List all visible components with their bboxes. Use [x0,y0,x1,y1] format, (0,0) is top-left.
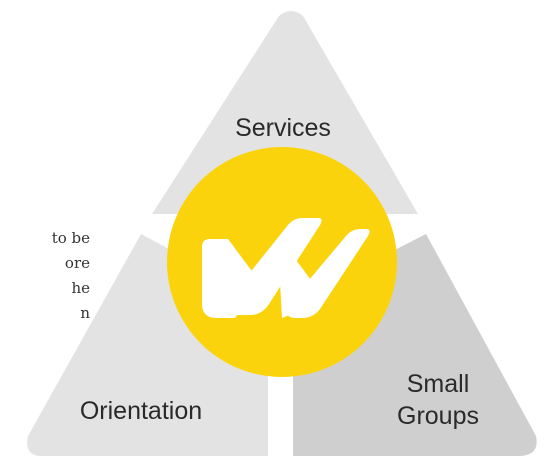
segment-label-orientation: Orientation [80,397,202,425]
body-text-line: n [80,304,90,322]
body-text-line: he [71,279,90,297]
cropped-body-text: to be ore he n [0,226,90,326]
w-logo-icon [202,218,370,318]
segment-label-small: Small [407,370,470,398]
segment-label-services: Services [235,114,331,142]
body-text-line: ore [64,254,90,272]
body-text-line: to be [51,229,90,247]
segment-services [152,11,418,214]
segment-label-groups: Groups [397,402,479,430]
